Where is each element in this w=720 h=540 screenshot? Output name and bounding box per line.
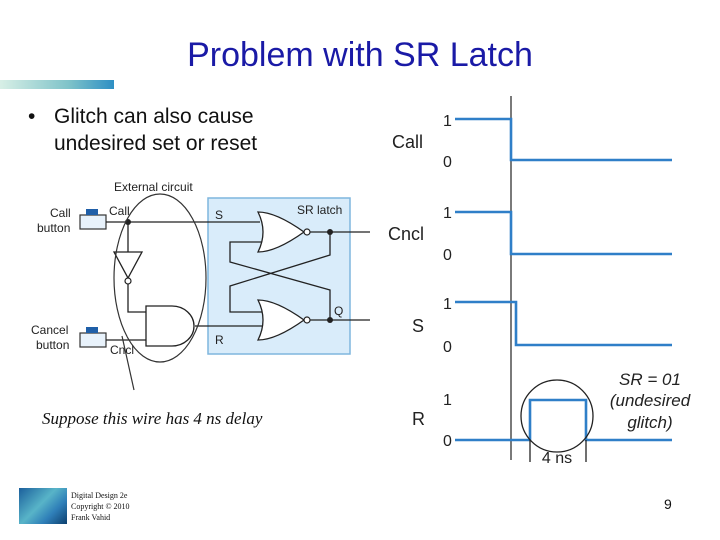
r-input-label: R [215, 333, 224, 347]
cncl-wire-label: Cncl [110, 343, 134, 357]
circuit-wires [106, 221, 370, 341]
credit-line: Digital Design 2e [71, 491, 128, 500]
q-output-label: Q [334, 304, 343, 318]
glitch-annotation-line1: SR = 01 [619, 370, 681, 389]
delay-highlight-ellipse [113, 193, 207, 363]
call-button-label-line1: Call [50, 206, 71, 220]
call-button [79, 209, 107, 230]
signal-name-s: S [412, 316, 424, 336]
delay-label: 4 ns [542, 450, 572, 467]
level-low-s: 0 [443, 339, 452, 356]
level-high-r: 1 [443, 392, 452, 409]
call-wire-label: Call [109, 204, 130, 218]
level-low-cncl: 0 [443, 247, 452, 264]
junction-dot [327, 317, 333, 323]
and-gate [145, 305, 195, 347]
signal-name-cncl: Cncl [388, 224, 424, 244]
delay-caption: Suppose this wire has 4 ns delay [42, 409, 263, 428]
credits: Digital Design 2e Copyright © 2010 Frank… [71, 490, 130, 523]
level-high-call: 1 [443, 113, 452, 130]
nor-gate-lower [256, 299, 311, 341]
r-waveform [455, 398, 672, 442]
cancel-button-label-line1: Cancel [31, 323, 68, 337]
glitch-highlight-circle [520, 379, 594, 453]
level-low-r: 0 [443, 433, 452, 450]
bullet-point: • Glitch can also cause undesired set or… [28, 103, 328, 157]
credit-line: Frank Vahid [71, 513, 111, 522]
signal-name-call: Call [392, 132, 423, 152]
cancel-button-label-line2: button [36, 338, 69, 352]
credit-line: Copyright © 2010 [71, 502, 130, 511]
slide-title: Problem with SR Latch [187, 36, 533, 74]
page-number: 9 [664, 496, 672, 512]
junction-dot [327, 229, 333, 235]
nor-gate-upper [256, 211, 311, 253]
waveforms [455, 117, 672, 442]
call-button-label-line2: button [37, 221, 70, 235]
level-high-s: 1 [443, 296, 452, 313]
book-logo-image [19, 488, 67, 524]
glitch-annotation-line2: (undesired [610, 391, 691, 410]
bullet-symbol: • [28, 105, 36, 128]
title-accent-bar [0, 80, 114, 89]
call-waveform [455, 117, 672, 162]
s-waveform [455, 300, 672, 347]
bullet-text: Glitch can also cause undesired set or r… [54, 105, 258, 155]
level-high-cncl: 1 [443, 205, 452, 222]
inverter-gate [112, 251, 144, 285]
caption-pointer-line [121, 335, 135, 391]
sr-latch-label: SR latch [297, 203, 342, 217]
level-low-call: 0 [443, 154, 452, 171]
glitch-annotation-line3: glitch) [627, 413, 672, 432]
cancel-button [79, 327, 107, 348]
cncl-waveform [455, 210, 672, 256]
s-input-label: S [215, 208, 223, 222]
signal-name-r: R [412, 409, 425, 429]
external-circuit-label: External circuit [114, 180, 193, 194]
